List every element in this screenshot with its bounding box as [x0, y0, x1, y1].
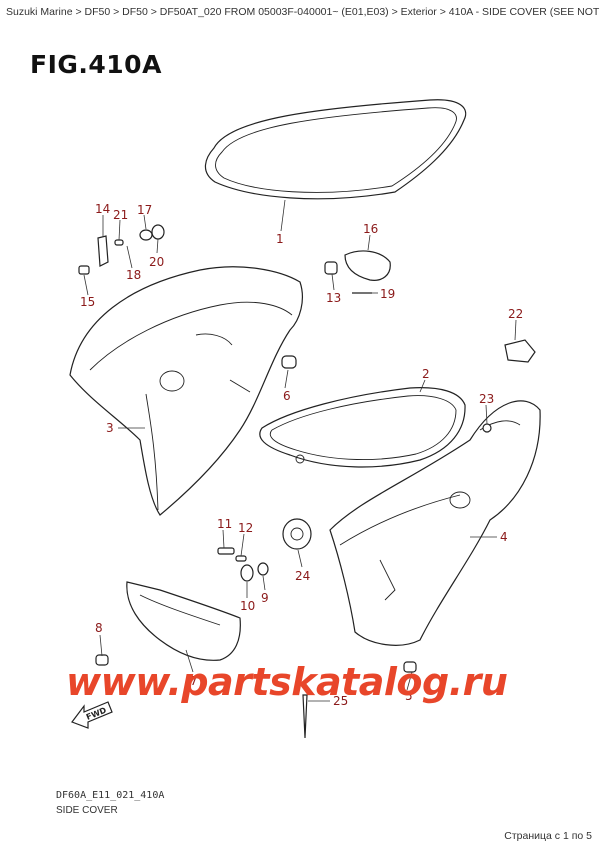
diagram-caption: SIDE COVER	[56, 805, 118, 816]
callout-14: 14	[95, 202, 110, 216]
callout-22: 22	[508, 307, 523, 321]
callout-9: 9	[261, 591, 269, 605]
callout-17: 17	[137, 203, 152, 217]
figure-title: FIG.410A	[30, 50, 162, 79]
page-counter: Страница с 1 по 5	[504, 830, 592, 842]
callout-16: 16	[363, 222, 378, 236]
small-parts	[78, 224, 536, 739]
part-lower-frame	[259, 387, 466, 468]
part-seal-ring	[204, 99, 467, 200]
callout-5: 5	[405, 689, 413, 703]
fwd-arrow-icon: FWD	[71, 701, 113, 729]
callout-4: 4	[500, 530, 508, 544]
drawing-code: DF60A_E11_021_410A	[56, 790, 165, 801]
callout-15: 15	[80, 295, 95, 309]
callout-25: 25	[333, 694, 348, 708]
callout-8: 8	[95, 621, 103, 635]
callout-18: 18	[126, 268, 141, 282]
callout-13: 13	[326, 291, 341, 305]
callout-24: 24	[295, 569, 310, 583]
callout-19: 19	[380, 287, 395, 301]
leader-lines	[83, 199, 517, 702]
part-right-side-cover	[329, 400, 541, 646]
breadcrumb: Suzuki Marine > DF50 > DF50 > DF50AT_020…	[6, 6, 600, 18]
callout-1: 1	[276, 232, 284, 246]
callout-11: 11	[217, 517, 232, 531]
callout-6: 6	[283, 389, 291, 403]
callout-2: 2	[422, 367, 430, 381]
callout-7: 7	[190, 674, 198, 688]
watermark-text: www.partskatalog.ru	[66, 660, 508, 704]
callout-12: 12	[238, 521, 253, 535]
callout-23: 23	[479, 392, 494, 406]
callout-21: 21	[113, 208, 128, 222]
callout-labels: 1 2 3 4 5 6 7 8 9 10 11 12 13 14 15 16 1…	[80, 202, 523, 708]
part-left-side-cover	[69, 266, 303, 516]
part-lower-bracket	[126, 581, 241, 661]
callout-10: 10	[240, 599, 255, 613]
fwd-label: FWD	[85, 706, 108, 722]
callout-3: 3	[106, 421, 114, 435]
callout-20: 20	[149, 255, 164, 269]
